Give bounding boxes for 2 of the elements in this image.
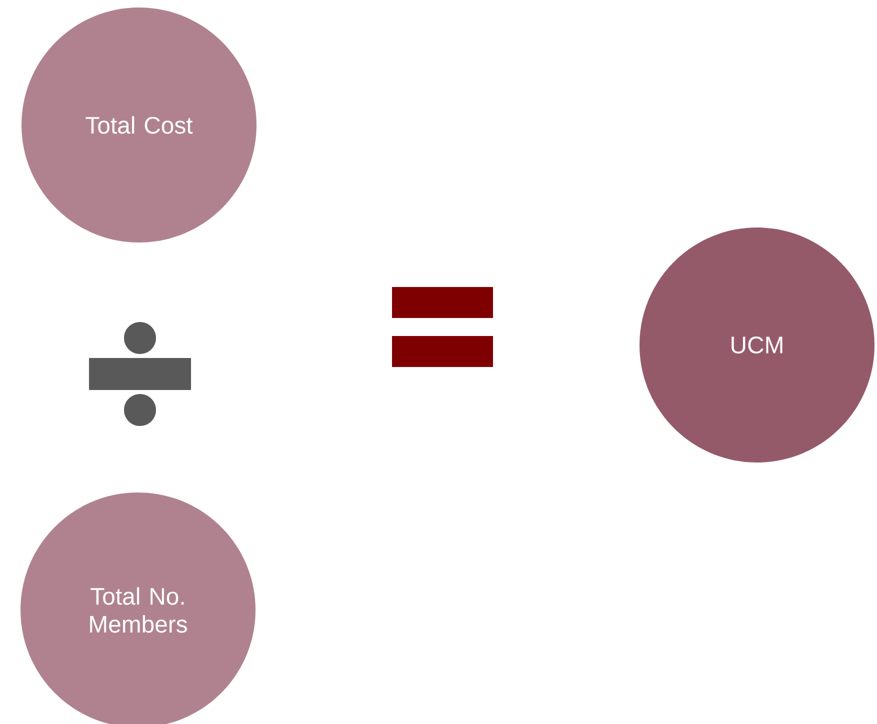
circle-node: UCM [640, 228, 874, 462]
circle-node: Total Cost [22, 8, 256, 242]
